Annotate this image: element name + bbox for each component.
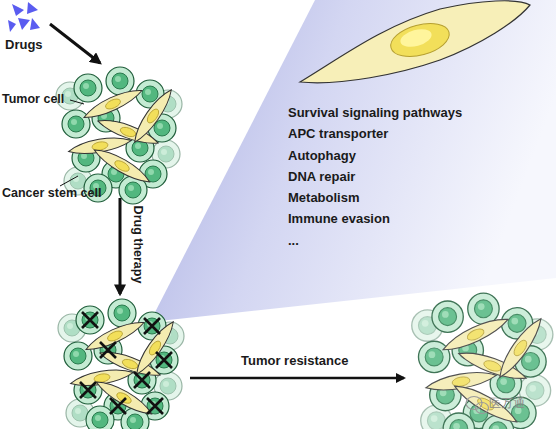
drug-icon xyxy=(8,2,40,32)
watermark-icon xyxy=(466,397,489,414)
leader-line xyxy=(70,100,84,104)
text-list: Survival signaling pathwaysAPC transport… xyxy=(288,102,462,251)
leader-line xyxy=(60,176,78,186)
cell-label: Cancer stem cell xyxy=(2,186,101,201)
enlarged-stem-cell xyxy=(300,1,530,83)
tumor-cluster xyxy=(56,67,182,204)
mechanism-item: DNA repair xyxy=(288,166,462,187)
step-label: Drug therapy xyxy=(130,205,145,283)
treated-cluster xyxy=(58,299,184,429)
mechanism-item: ... xyxy=(288,230,462,251)
resistant-cluster xyxy=(412,293,553,429)
mechanism-item: Survival signaling pathways xyxy=(288,102,462,123)
mechanism-item: Immune evasion xyxy=(288,208,462,229)
highlight-band: Survival signaling pathwaysAPC transport… xyxy=(150,0,556,322)
drug-arrow xyxy=(50,24,100,63)
mechanism-item: Autophagy xyxy=(288,145,462,166)
band-fill xyxy=(150,0,556,322)
step-label: Tumor resistance xyxy=(241,353,348,369)
cell-label: Tumor cell xyxy=(2,92,64,107)
watermark: 医万通 xyxy=(489,396,525,410)
resistance-arrow xyxy=(190,377,404,380)
therapy-arrow xyxy=(119,198,122,294)
mechanism-item: APC transporter xyxy=(288,123,462,144)
drug-label: Drugs xyxy=(5,37,43,53)
mechanism-item: Metabolism xyxy=(288,187,462,208)
